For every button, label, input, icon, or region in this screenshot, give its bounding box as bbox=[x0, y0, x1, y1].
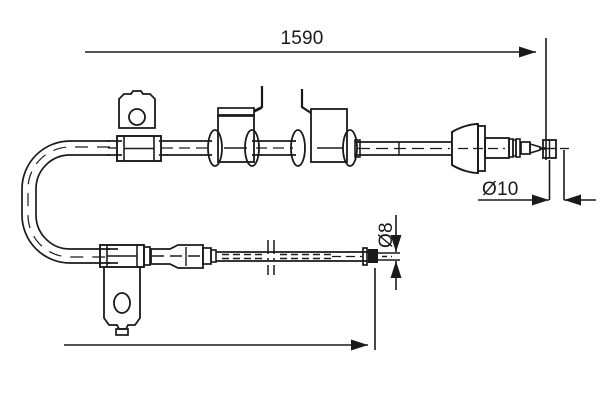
mounting-bracket-with-round-hole bbox=[116, 90, 162, 162]
bracket-upper-plate bbox=[118, 90, 156, 129]
retaining-clip-bracket-left-tab bbox=[290, 89, 358, 167]
drawing-break-symbol bbox=[267, 240, 275, 275]
ferrule-d bbox=[354, 139, 361, 158]
spring-end-ferrule-2 bbox=[368, 249, 378, 263]
adjuster-taper bbox=[529, 142, 541, 155]
lower-cable-sheath bbox=[108, 248, 118, 264]
coil-spring-section bbox=[216, 240, 400, 275]
clip1-tab-fold bbox=[253, 107, 263, 113]
spring-end-ferrule-1 bbox=[362, 247, 368, 266]
dimension-branch-length bbox=[64, 268, 376, 351]
clip2-body bbox=[310, 108, 348, 163]
clip1-washer-left bbox=[207, 129, 223, 167]
retaining-clip-bracket-right-tab bbox=[207, 86, 264, 167]
upper-cable-sheath bbox=[108, 139, 452, 158]
cable-end-anchor-plate bbox=[542, 139, 572, 200]
u-bend-inner-wall bbox=[35, 154, 110, 250]
dimension-label-dia8: Ø8 bbox=[376, 222, 397, 248]
lower-ferrule-1 bbox=[143, 246, 151, 266]
lower-connector-body bbox=[150, 244, 204, 269]
arrowhead-dia10-left bbox=[564, 194, 581, 206]
clip2-washer-left bbox=[290, 129, 306, 167]
adjuster-collar-3 bbox=[515, 138, 521, 158]
clip2-tab bbox=[300, 89, 312, 114]
bracket-upper-hole bbox=[128, 108, 146, 126]
arrowhead-dia8-up bbox=[390, 261, 402, 278]
u-bend-outer-wall-top bbox=[21, 140, 110, 264]
lower-cable-connector bbox=[143, 244, 217, 269]
cable-u-bend bbox=[21, 140, 110, 264]
boot-cone bbox=[451, 123, 479, 174]
arrowhead-branch-right bbox=[351, 339, 368, 351]
dimension-label-overall: 1590 bbox=[280, 28, 323, 49]
u-bend-centerline bbox=[27, 146, 110, 258]
threaded-adjuster-nipple bbox=[508, 138, 546, 158]
clip1-tab bbox=[253, 86, 264, 112]
dimension-label-dia10: Ø10 bbox=[482, 179, 519, 200]
bracket-lower-foot bbox=[115, 328, 129, 336]
mounting-bracket-with-oval-hole bbox=[99, 244, 145, 336]
bracket-upper-collar bbox=[116, 135, 162, 162]
lower-ferrule-3 bbox=[210, 249, 217, 263]
dimension-rod-diameter bbox=[390, 215, 402, 290]
bracket-lower-hole bbox=[113, 292, 131, 314]
dimension-end-fitting-diameter bbox=[478, 194, 596, 206]
arrowhead-dia8-down bbox=[390, 235, 402, 252]
arrowhead-right-overall bbox=[519, 46, 536, 58]
arrowhead-dia10-right bbox=[532, 194, 549, 206]
clip1-body bbox=[217, 114, 255, 163]
